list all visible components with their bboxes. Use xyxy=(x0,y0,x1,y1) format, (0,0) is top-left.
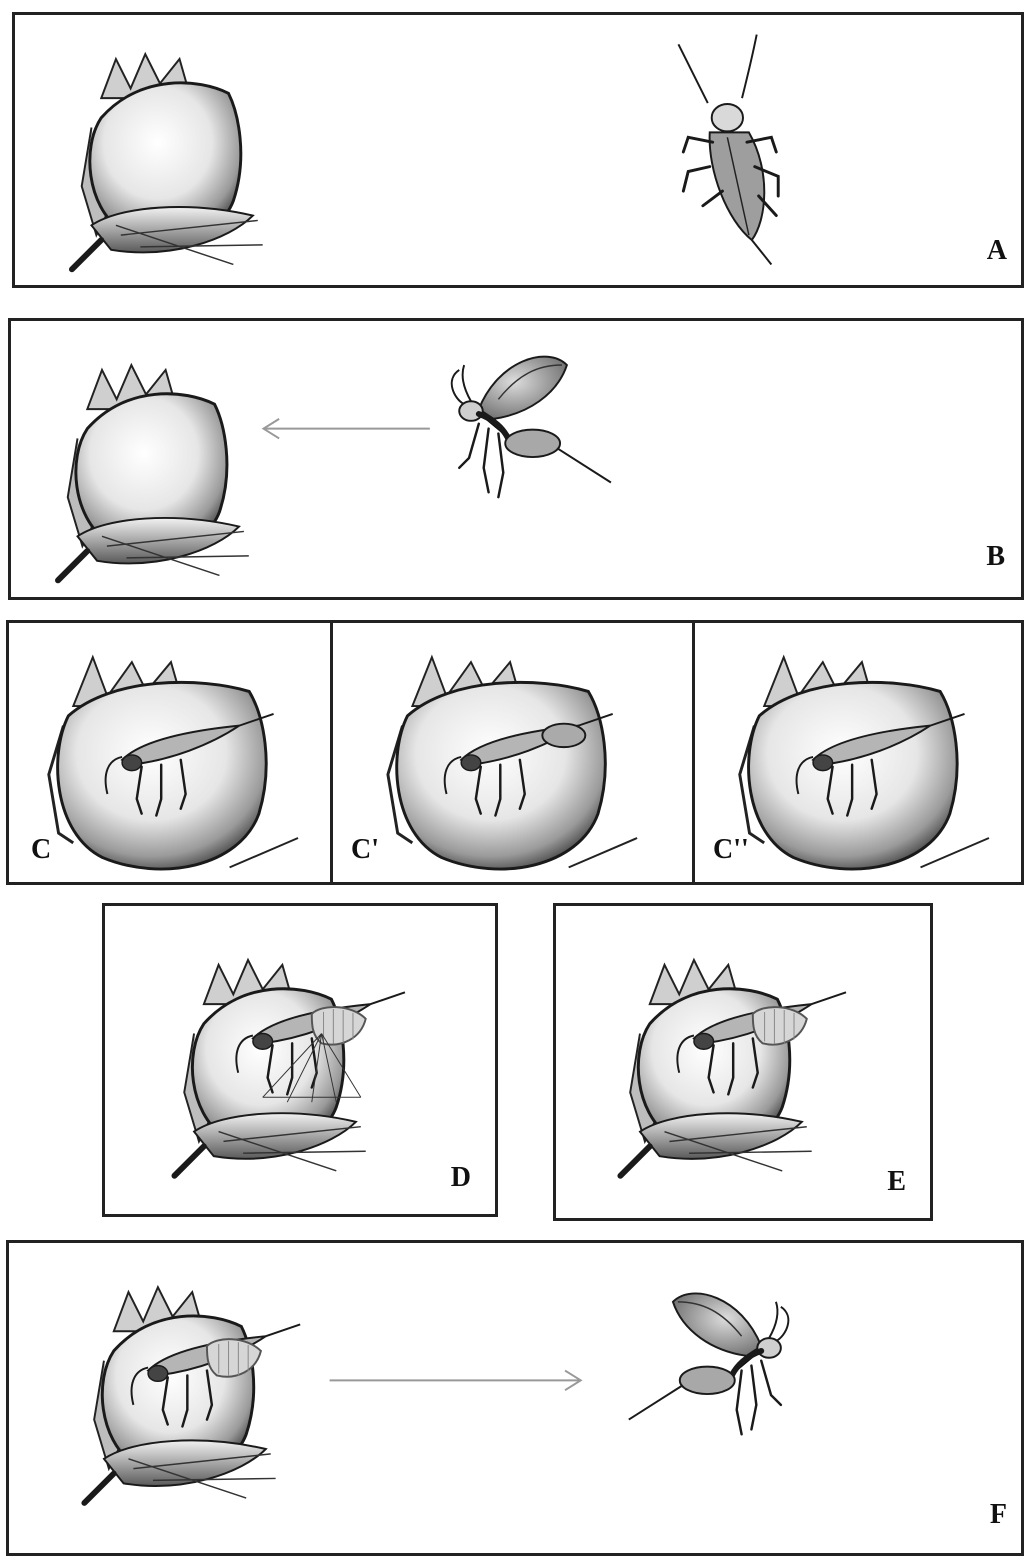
panel-c-double-prime: C'' xyxy=(692,620,1024,885)
panel-a: A xyxy=(12,12,1024,288)
panel-f: F xyxy=(6,1240,1024,1556)
panel-b: B xyxy=(8,318,1024,600)
panel-label: B xyxy=(986,543,1005,571)
flower-bud-icon xyxy=(388,657,637,869)
arrow-icon xyxy=(330,1371,581,1391)
flower-bud-icon xyxy=(740,657,989,869)
panel-a-illustration xyxy=(15,15,1021,285)
panel-e-illustration xyxy=(556,906,930,1218)
panel-e: E xyxy=(553,903,933,1221)
flower-bud-icon xyxy=(84,1287,275,1503)
parasitoid-wasp-icon xyxy=(629,1293,789,1434)
panel-d: D xyxy=(102,903,498,1217)
panel-label: C xyxy=(31,836,51,864)
panel-label: A xyxy=(987,237,1007,265)
flower-bud-icon xyxy=(72,54,263,269)
panel-c-prime-illustration xyxy=(333,623,693,882)
panel-d-illustration xyxy=(105,906,495,1214)
panel-label: D xyxy=(451,1164,471,1192)
plant-bug-icon xyxy=(678,35,778,265)
parasitoid-wasp-icon xyxy=(452,357,611,498)
wasp-abdomen-icon xyxy=(542,724,585,747)
panel-label: F xyxy=(990,1501,1007,1529)
panel-b-illustration xyxy=(11,321,1021,597)
panel-label: E xyxy=(887,1168,906,1196)
flower-bud-icon xyxy=(620,960,811,1176)
panel-label: C'' xyxy=(713,836,749,864)
larva-icon xyxy=(753,1007,807,1045)
panel-c-prime: C' xyxy=(330,620,696,885)
panel-c: C xyxy=(6,620,333,885)
larva-icon xyxy=(312,1007,366,1045)
flower-bud-icon xyxy=(49,657,298,869)
panel-f-illustration xyxy=(9,1243,1021,1553)
panel-c-illustration xyxy=(9,623,330,882)
panel-label: C' xyxy=(351,836,379,864)
flower-bud-icon xyxy=(58,365,249,580)
arrow-icon xyxy=(263,419,429,439)
